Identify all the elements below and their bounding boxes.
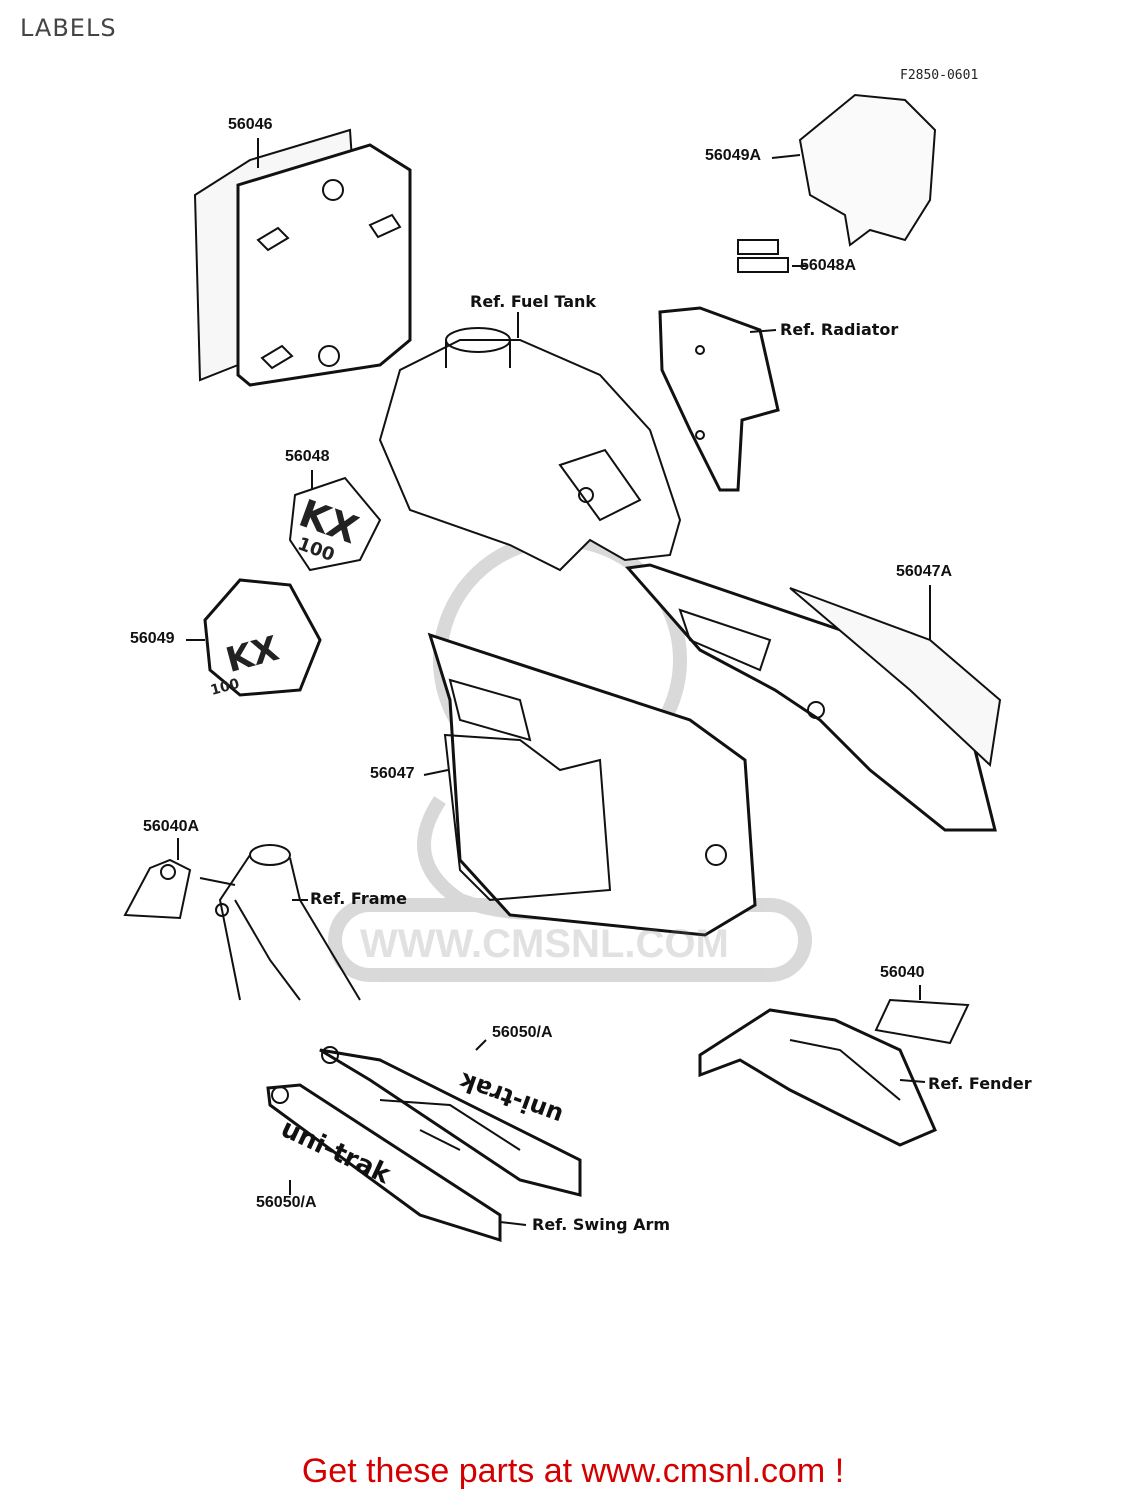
- part-label-56049A[interactable]: 56049A: [705, 147, 762, 164]
- ref-swing-arm: Ref. Swing Arm: [532, 1215, 671, 1234]
- side-cover-56047A: [625, 563, 1002, 832]
- number-plate-56046: [193, 128, 412, 387]
- page-title: LABELS: [20, 14, 117, 42]
- footer-cta[interactable]: Get these parts at www.cmsnl.com !: [0, 1452, 1146, 1491]
- leader-fender: [899, 1079, 926, 1083]
- label-56040: [874, 998, 970, 1045]
- tag-56040A: [123, 858, 192, 920]
- leader-56049A: [771, 154, 801, 159]
- part-label-56050A-top[interactable]: 56050/A: [492, 1024, 553, 1041]
- ref-fuel-tank: Ref. Fuel Tank: [470, 292, 597, 311]
- sticker-56048A: [737, 239, 789, 273]
- part-label-56048[interactable]: 56048: [285, 448, 330, 465]
- footer-link[interactable]: Get these parts at www.cmsnl.com !: [301, 1452, 845, 1490]
- watermark-site-text: WWW.CMSNL.COM: [360, 922, 729, 966]
- leader-radiator: [749, 329, 777, 333]
- decal-56048: [288, 476, 382, 572]
- part-label-56047A[interactable]: 56047A: [896, 563, 953, 580]
- swing-arm: [266, 1046, 582, 1243]
- part-label-56049[interactable]: 56049: [130, 630, 175, 647]
- decal-56049: [203, 578, 322, 697]
- ref-frame: Ref. Frame: [310, 889, 408, 908]
- ref-radiator: Ref. Radiator: [780, 320, 899, 339]
- rear-fender: [698, 1008, 937, 1147]
- leader-56050-top: [475, 1039, 487, 1051]
- leader-56047: [423, 769, 449, 776]
- figure-code: F2850-0601: [900, 68, 979, 83]
- ref-fender: Ref. Fender: [928, 1074, 1032, 1093]
- sticker-56049A: [798, 93, 937, 247]
- decal-round-100-text: 100: [209, 676, 242, 699]
- part-label-56046[interactable]: 56046: [228, 116, 273, 133]
- part-label-56040[interactable]: 56040: [880, 964, 925, 981]
- exploded-parts-diagram: CMS: [123, 93, 1002, 1243]
- part-label-56040A[interactable]: 56040A: [143, 818, 200, 835]
- radiator-shroud: [658, 306, 780, 492]
- leader-swing-arm: [499, 1221, 527, 1226]
- part-label-56048A[interactable]: 56048A: [800, 257, 857, 274]
- fuel-tank: [378, 327, 682, 572]
- part-label-56050A-bottom[interactable]: 56050/A: [256, 1194, 317, 1211]
- part-label-56047[interactable]: 56047: [370, 765, 415, 782]
- side-cover-56047: [427, 632, 757, 937]
